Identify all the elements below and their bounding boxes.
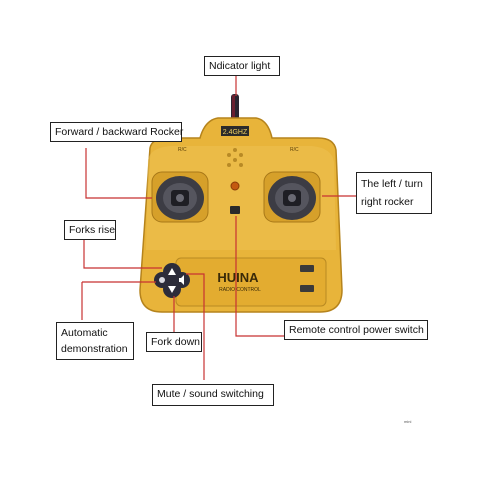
label-indicator-light: Ndicator light [204, 56, 280, 76]
label-forward-backward-rocker: Forward / backward Rocker [50, 122, 183, 142]
direction-pad [154, 263, 190, 298]
label-fork-down: Fork down [146, 332, 202, 352]
frequency-text: 2.4GHZ [223, 129, 248, 136]
watermark: mini [404, 419, 412, 424]
brand-logo: HUINA [217, 270, 259, 285]
up-arrow-icon [168, 268, 176, 275]
label-mute-sound-switching: Mute / sound switching [152, 384, 274, 406]
leader-lines [81, 72, 360, 380]
right-rocker[interactable] [263, 171, 321, 223]
label-automatic-demonstration: Automatic demonstration [56, 322, 134, 360]
right-badge: R/C [290, 147, 299, 153]
demo-icon [159, 277, 165, 283]
label-forks-rise: Forks rise [64, 220, 116, 240]
left-rocker[interactable] [151, 171, 209, 223]
side-button-bottom[interactable] [300, 285, 314, 292]
label-left-turn-right-rocker: The left / turn right rocker [356, 172, 432, 214]
down-arrow-icon [168, 286, 176, 293]
speaker-grille [227, 148, 243, 167]
power-switch[interactable] [230, 206, 240, 214]
brand-subtitle: RADIO CONTROL [219, 287, 261, 293]
side-button-top[interactable] [300, 265, 314, 272]
frequency-display [221, 126, 249, 136]
label-remote-power-switch: Remote control power switch [284, 320, 428, 340]
speaker-icon [179, 275, 184, 285]
left-badge: R/C [178, 147, 187, 153]
indicator-light [230, 181, 240, 191]
